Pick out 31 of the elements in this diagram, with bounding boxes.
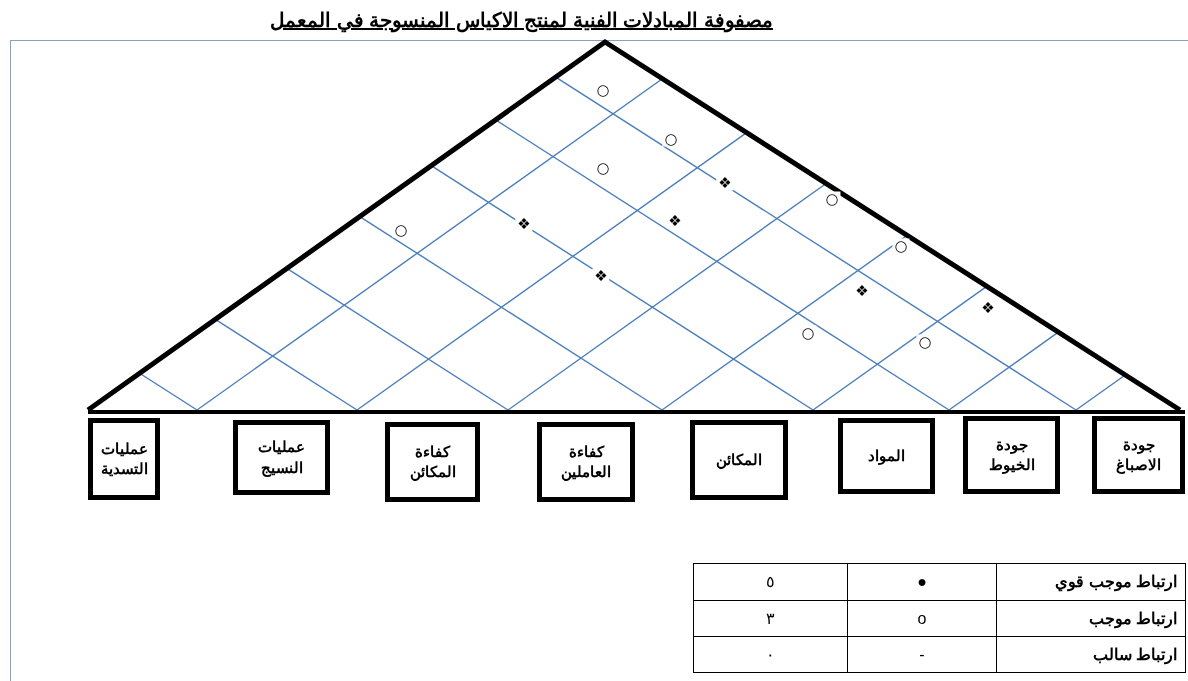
legend-cell-text: ارتباط موجب قوي [1054, 572, 1178, 594]
factor-box: جودة الخيوط [963, 416, 1060, 494]
factor-box: عمليات التسدية [88, 418, 160, 500]
factor-box: المكائن [690, 420, 788, 500]
symbol-cell: ● [848, 564, 997, 600]
factor-box: عمليات النسيج [233, 420, 330, 495]
matrix-symbol: ○ [392, 222, 410, 238]
matrix-symbol: ❖ [979, 300, 997, 316]
factor-box: المواد [838, 418, 935, 494]
matrix-symbol: ○ [662, 131, 680, 147]
symbol-cell: o [848, 601, 997, 636]
factor-box: كفاءة المكائن [385, 422, 480, 502]
matrix-symbol: ○ [892, 238, 910, 254]
matrix-symbol: ❖ [853, 283, 871, 299]
matrix-symbol: ○ [594, 82, 612, 98]
matrix-symbol: ❖ [515, 216, 533, 232]
factor-box: جودة الاصباغ [1092, 416, 1185, 494]
matrix-symbol: ○ [594, 160, 612, 176]
matrix-symbol: ○ [823, 191, 841, 207]
matrix-symbol: ○ [916, 334, 934, 350]
matrix-symbol: ❖ [666, 213, 684, 229]
score-cell: ٠ [694, 637, 848, 672]
matrix-symbol: ❖ [592, 268, 610, 284]
score-cell: ٣ [694, 601, 848, 636]
factor-box: كفاءة العاملين [537, 422, 635, 502]
matrix-symbol: ○ [799, 325, 817, 341]
legend-cell-text: ارتباط موجب [1087, 608, 1178, 631]
symbol-cell: - [848, 637, 997, 672]
matrix-symbol: ❖ [716, 175, 734, 191]
score-cell: ٥ [694, 564, 848, 600]
legend-cell-text: ارتباط سالب [1091, 644, 1178, 667]
